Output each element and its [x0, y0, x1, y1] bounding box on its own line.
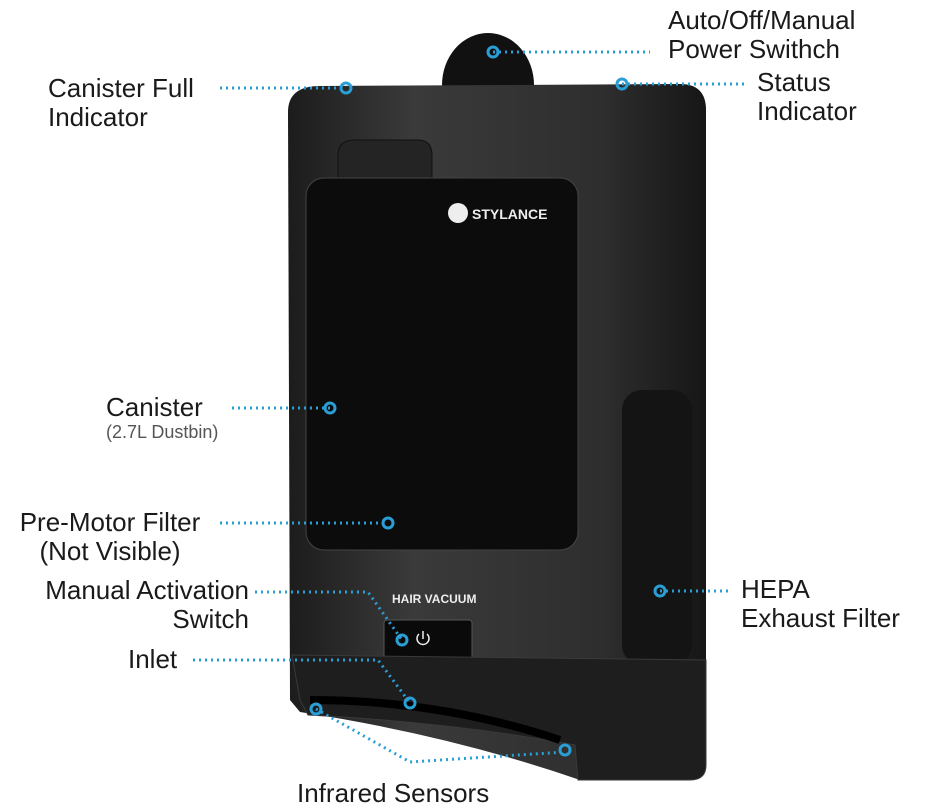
label-line: Manual Activation	[45, 575, 249, 605]
label-line: Inlet	[128, 644, 178, 674]
label-canister-full-indicator: Canister Full Indicator	[48, 74, 194, 132]
brand-logo-icon	[448, 203, 468, 223]
power-icon	[416, 631, 430, 646]
label-power-switch: Auto/Off/Manual Power Swithch	[668, 6, 855, 64]
canister-panel	[305, 177, 579, 551]
label-line: Canister	[106, 392, 203, 422]
inlet-slot	[309, 696, 562, 744]
callout-points	[309, 45, 667, 757]
label-canister: Canister (2.7L Dustbin)	[106, 392, 219, 443]
label-line: Power Swithch	[668, 34, 840, 64]
label-sub: (2.7L Dustbin)	[106, 422, 219, 442]
label-infrared-sensors: Infrared Sensors	[297, 779, 489, 808]
label-line: Infrared Sensors	[297, 778, 490, 808]
label-line: Switch	[172, 604, 249, 634]
label-line: Indicator	[48, 102, 148, 132]
leader-lines	[193, 50, 745, 764]
label-hepa-exhaust-filter: HEPA Exhaust Filter	[741, 575, 900, 633]
brand-logo: STYLANCE	[472, 206, 547, 222]
label-line: Status	[757, 67, 831, 97]
label-line: Pre-Motor Filter	[19, 507, 201, 537]
label-line: Canister Full	[48, 73, 194, 103]
handle-recess	[337, 139, 433, 181]
model-label: HAIR VACUUM	[392, 592, 476, 606]
hepa-filter-grille	[622, 390, 692, 665]
label-status-indicator: Status Indicator	[757, 68, 857, 126]
label-line: HEPA	[741, 574, 810, 604]
label-manual-activation-switch: Manual Activation Switch	[45, 576, 249, 634]
label-line: Exhaust Filter	[741, 603, 900, 633]
label-line: Indicator	[757, 96, 857, 126]
vacuum-base	[291, 654, 707, 781]
label-inlet: Inlet	[128, 645, 177, 674]
label-line: (Not Visible)	[39, 536, 181, 566]
label-pre-motor-filter: Pre-Motor Filter (Not Visible)	[4, 508, 216, 566]
label-line: Auto/Off/Manual	[668, 5, 856, 35]
